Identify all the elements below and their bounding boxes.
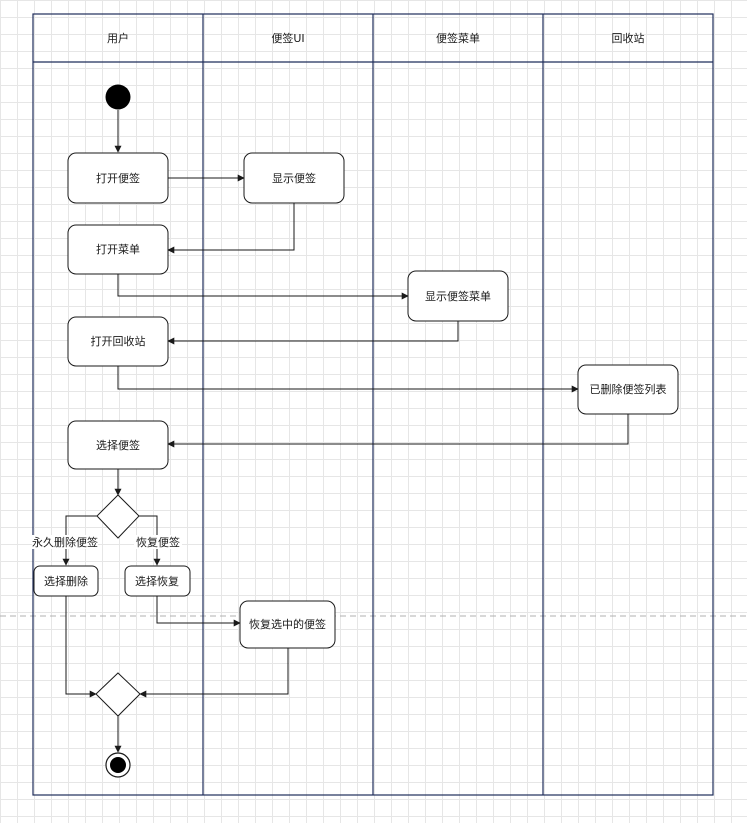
flow-open-menu-to-show-menu bbox=[117, 274, 409, 300]
action-open-note-label: 打开便签 bbox=[96, 171, 140, 185]
decision-node bbox=[96, 494, 140, 539]
flow-select-restore-to-restore-selected bbox=[156, 596, 241, 627]
action-show-note-menu-label: 显示便签菜单 bbox=[425, 289, 491, 303]
action-open-note: 打开便签 bbox=[67, 152, 169, 204]
action-open-menu: 打开菜单 bbox=[67, 224, 169, 275]
action-select-delete: 选择删除 bbox=[33, 565, 99, 597]
action-open-menu-label: 打开菜单 bbox=[96, 242, 140, 256]
action-show-note-label: 显示便签 bbox=[272, 171, 316, 185]
flow-show-menu-to-open-recycle bbox=[167, 321, 459, 345]
swimlane-pool bbox=[32, 13, 714, 796]
lane-title-note-menu: 便签菜单 bbox=[436, 31, 480, 45]
branch-label-permanent-delete: 永久删除便签 bbox=[32, 535, 98, 549]
action-open-recycle: 打开回收站 bbox=[67, 316, 169, 367]
action-select-restore: 选择恢复 bbox=[124, 565, 191, 597]
flow-connectors bbox=[62, 110, 629, 753]
action-open-recycle-label: 打开回收站 bbox=[91, 334, 146, 348]
action-select-restore-label: 选择恢复 bbox=[135, 574, 179, 588]
action-select-note-label: 选择便签 bbox=[96, 438, 140, 452]
action-show-note-menu: 显示便签菜单 bbox=[407, 270, 509, 322]
action-restore-selected-label: 恢复选中的便签 bbox=[249, 617, 326, 631]
merge-node bbox=[95, 672, 141, 717]
lane-title-note-ui: 便签UI bbox=[271, 31, 304, 45]
final-node bbox=[110, 757, 126, 773]
flow-select-delete-to-merge bbox=[65, 596, 97, 698]
flow-open-recycle-to-deleted-list bbox=[117, 366, 579, 393]
flow-restore-selected-to-merge bbox=[139, 648, 289, 698]
lane-title-user: 用户 bbox=[107, 31, 129, 45]
action-deleted-list: 已删除便签列表 bbox=[577, 364, 679, 415]
action-deleted-list-label: 已删除便签列表 bbox=[590, 382, 667, 396]
lane-title-recycle-bin: 回收站 bbox=[612, 31, 645, 45]
action-select-delete-label: 选择删除 bbox=[44, 574, 88, 588]
action-show-note: 显示便签 bbox=[243, 152, 345, 204]
action-select-note: 选择便签 bbox=[67, 420, 169, 470]
flow-deleted-list-to-select-note bbox=[167, 414, 629, 448]
flow-show-note-to-open-menu bbox=[167, 203, 295, 254]
branch-label-restore: 恢复便签 bbox=[136, 535, 180, 549]
action-restore-selected: 恢复选中的便签 bbox=[239, 600, 336, 649]
initial-node bbox=[105, 84, 131, 110]
